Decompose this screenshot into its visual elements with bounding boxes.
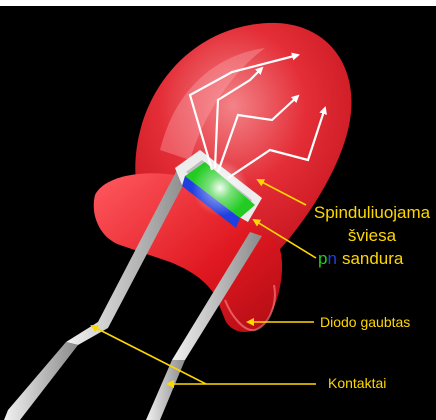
label-housing: Diodo gaubtas [320, 314, 410, 330]
label-pn-word: sandura [342, 249, 404, 268]
label-contacts: Kontaktai [328, 375, 386, 391]
label-pn-n: n [327, 249, 336, 268]
label-pn-junction: pn sandura [318, 249, 404, 268]
top-white-strip [0, 0, 436, 6]
label-pn-p: p [318, 249, 327, 268]
label-emitted-light-line1: Spinduliuojama [314, 203, 431, 222]
label-emitted-light-line2: šviesa [348, 226, 397, 245]
